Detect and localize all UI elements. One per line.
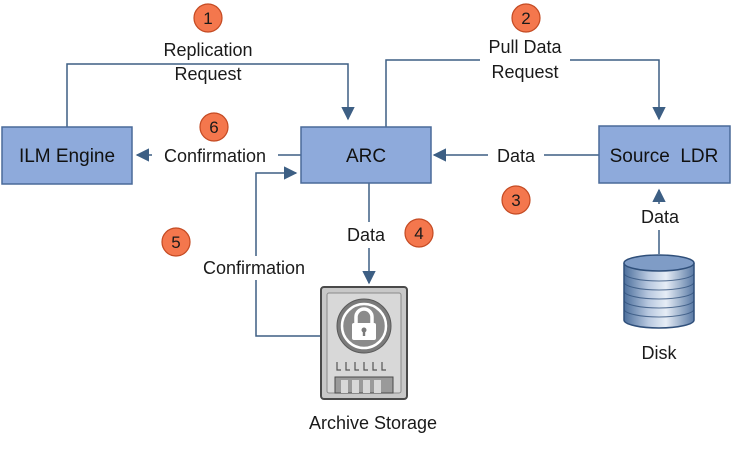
source-ldr-box: Source LDR: [598, 125, 731, 184]
label-bg: [336, 222, 396, 248]
label-bg: [630, 204, 690, 230]
step-badge-4: 4: [404, 218, 434, 248]
confirmation-to-arc-label: Confirmation: [203, 258, 305, 278]
step-badge-3: 3: [501, 185, 531, 215]
disk-label: Disk: [642, 343, 678, 363]
step-badge-2: 2: [511, 3, 541, 33]
step-badge-1: 1: [193, 3, 223, 33]
ilm-engine-label: ILM Engine: [19, 146, 115, 167]
pull-data-label: Pull Data: [488, 37, 562, 57]
label-bg: [488, 143, 544, 167]
pull-data-request-label: Request: [491, 62, 558, 82]
label-bg: [152, 143, 278, 167]
database-cylinder-icon: [623, 254, 695, 329]
step-number: 5: [171, 233, 180, 252]
arc-box: ARC: [300, 126, 432, 184]
step-number: 6: [209, 118, 218, 137]
archive-storage-label: Archive Storage: [309, 413, 437, 433]
label-bg: [480, 36, 570, 86]
data-arc-to-archive-label: Data: [347, 225, 386, 245]
step-badge-6: 6: [199, 112, 229, 142]
label-bg: [192, 256, 318, 280]
step-number: 1: [203, 9, 212, 28]
replication-label: Replication: [163, 40, 252, 60]
secure-storage-lock-icon: [320, 286, 408, 400]
step-number: 2: [521, 9, 530, 28]
step-number: 4: [414, 224, 423, 243]
data-disk-to-ldr-label: Data: [641, 207, 680, 227]
replication-request-label: Request: [174, 64, 241, 84]
step-badge-5: 5: [161, 227, 191, 257]
replication-request-arrow: [66, 63, 355, 127]
arc-label: ARC: [346, 146, 386, 167]
data-ldr-to-arc-label: Data: [497, 146, 536, 166]
step-number: 3: [511, 191, 520, 210]
confirmation-archive-to-arc-arrow: [255, 166, 320, 337]
confirmation-to-ilm-label: Confirmation: [164, 146, 266, 166]
source-ldr-label: Source LDR: [610, 146, 719, 167]
ilm-engine-box: ILM Engine: [1, 126, 133, 185]
